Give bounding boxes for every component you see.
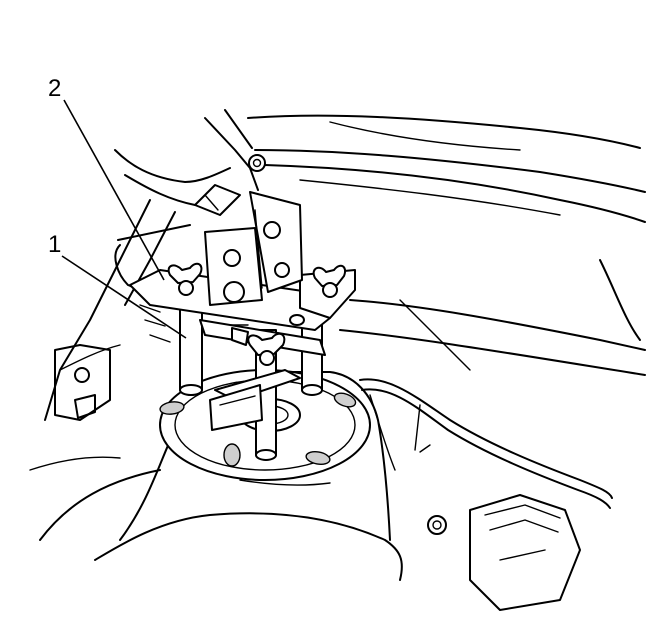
wing-nut-left bbox=[167, 262, 203, 296]
strut-compressor-tool bbox=[129, 191, 356, 461]
wing-nut-right bbox=[312, 264, 346, 298]
callout-1-label: 1 bbox=[48, 231, 61, 258]
callout-2-label: 2 bbox=[48, 75, 61, 102]
callout-1-leader bbox=[61, 255, 187, 339]
callout-2-leader bbox=[63, 99, 165, 281]
vehicle-body-background bbox=[29, 109, 646, 611]
tool-bracket-right bbox=[249, 191, 303, 293]
wing-nut-center bbox=[247, 332, 286, 366]
tool-leg-right bbox=[301, 319, 323, 396]
tool-leg-left bbox=[179, 304, 203, 396]
callout-1: 1 bbox=[48, 231, 187, 339]
tool-bracket-left bbox=[204, 227, 263, 306]
callout-2: 2 bbox=[48, 75, 165, 281]
